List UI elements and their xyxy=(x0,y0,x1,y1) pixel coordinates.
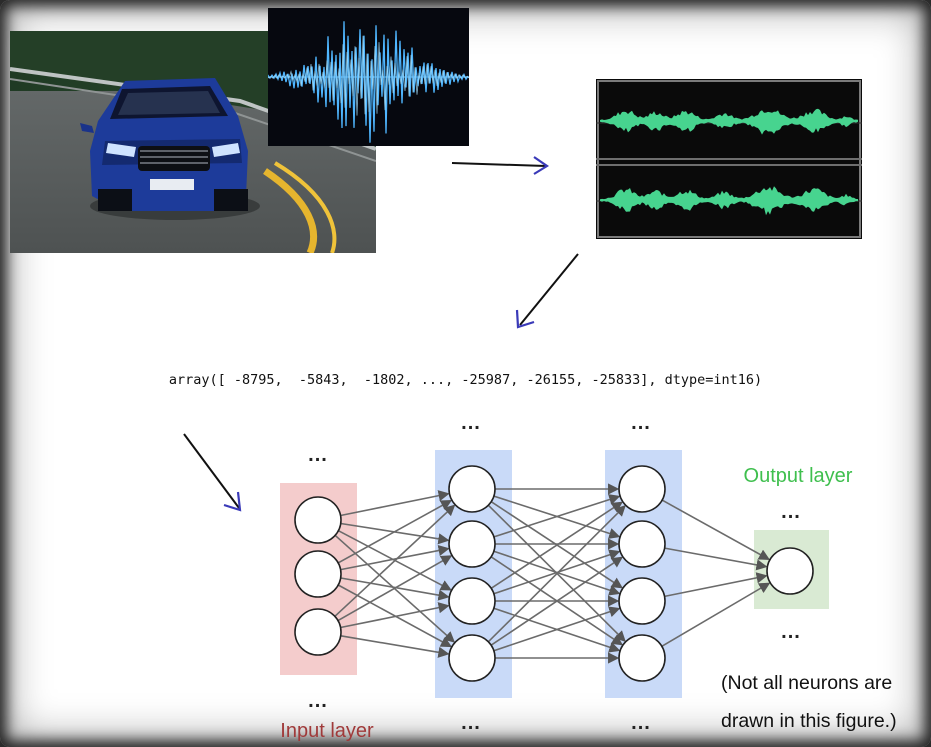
connection-input-1-to-hidden-1-2 xyxy=(340,577,450,601)
hidden-layer-1-more-bottom: ... xyxy=(461,712,481,734)
neuron-hidden-1-2 xyxy=(448,577,496,625)
connection-hidden-2-2-to-output-0 xyxy=(664,572,768,598)
connection-hidden-2-0-to-output-0 xyxy=(661,499,771,560)
connection-hidden-1-2-to-hidden-2-0 xyxy=(490,501,623,589)
neuron-input-2 xyxy=(294,608,342,656)
neuron-hidden-1-1 xyxy=(448,520,496,568)
connection-hidden-1-1-to-hidden-2-0 xyxy=(493,494,621,538)
connection-hidden-1-3-to-hidden-2-1 xyxy=(490,556,624,646)
int16-array-output: array([ -8795, -5843, -1802, ..., -25987… xyxy=(168,372,763,388)
connection-hidden-1-3-to-hidden-2-0 xyxy=(487,505,626,643)
connection-hidden-1-2-to-hidden-2-1 xyxy=(493,549,621,595)
input-layer-more-bottom: ... xyxy=(308,690,328,712)
neuron-input-1 xyxy=(294,550,342,598)
neuron-hidden-2-1 xyxy=(618,520,666,568)
hidden-layer-1-more-top: ... xyxy=(461,412,481,434)
neuron-hidden-1-0 xyxy=(448,465,496,513)
connection-input-0-to-hidden-1-0 xyxy=(340,490,450,517)
neurons xyxy=(294,465,814,682)
hidden-layer-2-more-top: ... xyxy=(631,412,651,434)
connection-input-1-to-hidden-1-0 xyxy=(337,500,453,564)
neuron-hidden-2-2 xyxy=(618,577,666,625)
connection-hidden-2-1-to-output-0 xyxy=(664,547,768,571)
connection-input-2-to-hidden-1-3 xyxy=(340,635,450,658)
input-layer-more-top: ... xyxy=(308,444,328,466)
connection-input-2-to-hidden-1-0 xyxy=(334,504,456,617)
connection-input-1-to-hidden-1-1 xyxy=(340,545,450,571)
sound-wave-photo xyxy=(268,8,469,146)
connection-hidden-2-3-to-output-0 xyxy=(661,582,771,647)
figure-note-line-1: (Not all neurons are xyxy=(721,672,893,694)
neuron-input-0 xyxy=(294,496,342,544)
output-layer-more-bottom: ... xyxy=(781,621,801,643)
connections xyxy=(334,483,771,664)
figure-note-line-2: drawn in this figure.) xyxy=(721,710,897,732)
neuron-hidden-2-3 xyxy=(618,634,666,682)
output-layer-label: Output layer xyxy=(743,465,853,487)
neuron-output-0 xyxy=(766,547,814,595)
arrow-to-network-icon xyxy=(183,433,242,512)
input-layer-label: Input layer xyxy=(280,720,374,742)
connection-input-0-to-hidden-1-2 xyxy=(338,529,452,591)
waveform-panel xyxy=(596,79,862,239)
connection-hidden-1-3-to-hidden-2-2 xyxy=(493,606,621,652)
connection-input-2-to-hidden-1-1 xyxy=(337,555,453,622)
connection-input-2-to-hidden-1-2 xyxy=(340,602,450,629)
arrow-to-waveform-icon xyxy=(451,156,550,175)
output-layer-more-top: ... xyxy=(781,501,801,523)
neuron-hidden-2-0 xyxy=(618,465,666,513)
arrow-to-array-icon xyxy=(515,253,579,329)
figure-note: (Not all neurons are drawn in this figur… xyxy=(721,664,931,740)
neuron-hidden-1-3 xyxy=(448,634,496,682)
hidden-layer-2-more-bottom: ... xyxy=(631,712,651,734)
